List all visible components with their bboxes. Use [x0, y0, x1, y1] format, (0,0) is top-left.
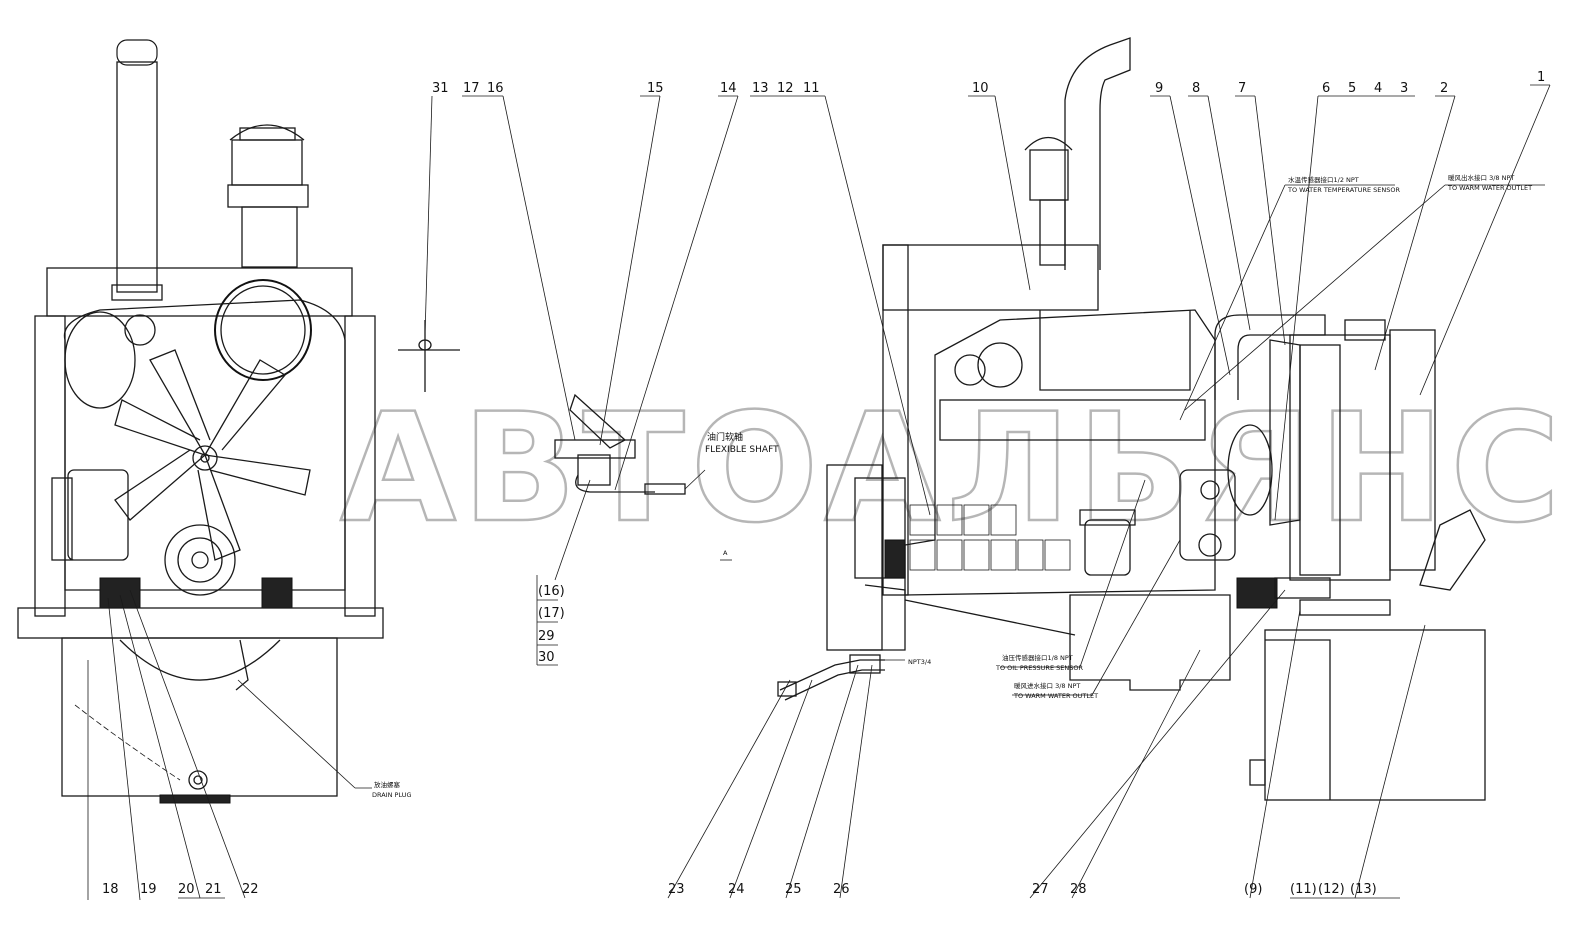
- water-temp-en-note: TO WATER TEMPERATURE SENSOR: [1287, 186, 1400, 194]
- label-16: 16: [487, 81, 504, 96]
- label-13: 13: [752, 81, 769, 96]
- water-temp-cn-note: 水温传感器接口1/2 NPT: [1288, 175, 1359, 184]
- watermark: АВТОАЛЬЯНС: [340, 382, 1566, 556]
- label-4: 4: [1374, 81, 1382, 96]
- label-25: 25: [785, 882, 802, 897]
- label-12: 12: [777, 81, 794, 96]
- front-view: [17, 39, 384, 804]
- label-15: 15: [647, 81, 664, 96]
- label-5: 5: [1348, 81, 1356, 96]
- oil-pressure-cn-note: 油压传感器接口1/8 NPT: [1002, 653, 1073, 662]
- label-18: 18: [102, 882, 119, 897]
- bottom-labels: 18 19 20 21 22 23 24 25 26 27 28 (9) (11…: [102, 882, 1377, 897]
- label-14: 14: [720, 81, 737, 96]
- label-29: 29: [538, 629, 555, 644]
- label-16-paren: (16): [538, 584, 565, 599]
- top-labels: 31 17 16 15 14 13 12 11 10 9 8 7 6 5 4 3…: [432, 70, 1545, 96]
- throttle-cn-note: 油门软轴: [707, 431, 743, 443]
- label-17-paren: (17): [538, 606, 565, 621]
- npt34-note: NPT3/4: [908, 658, 931, 666]
- label-7: 7: [1238, 81, 1246, 96]
- label-9-paren: (9): [1244, 882, 1262, 897]
- label-13-paren: (13): [1350, 882, 1377, 897]
- label-19: 19: [140, 882, 157, 897]
- drain-plug-cn-note: 放油螺塞: [374, 780, 401, 789]
- drain-plug-en-note: DRAIN PLUG: [372, 791, 412, 799]
- label-26: 26: [833, 882, 850, 897]
- label-11: 11: [803, 81, 820, 96]
- side-view: [777, 37, 1486, 801]
- label-23: 23: [668, 882, 685, 897]
- label-11-paren: (11): [1290, 882, 1317, 897]
- label-21: 21: [205, 882, 222, 897]
- warm-water-top-en-note: TO WARM WATER OUTLET: [1447, 184, 1532, 192]
- warm-water-bottom-en-note: TO WARM WATER OUTLET: [1013, 692, 1098, 700]
- throttle-detail: [398, 320, 706, 495]
- view-a-marker: A: [723, 549, 728, 557]
- label-1: 1: [1537, 70, 1545, 85]
- label-22: 22: [242, 882, 259, 897]
- label-17: 17: [463, 81, 480, 96]
- label-12-paren: (12): [1318, 882, 1345, 897]
- label-9: 9: [1155, 81, 1163, 96]
- label-28: 28: [1070, 882, 1087, 897]
- oil-pressure-en-note: TO OIL PRESSURE SENSOR: [995, 664, 1083, 672]
- label-30: 30: [538, 650, 555, 665]
- label-24: 24: [728, 882, 745, 897]
- label-8: 8: [1192, 81, 1200, 96]
- warm-water-bottom-cn-note: 暖风进水接口 3/8 NPT: [1014, 681, 1080, 690]
- leader-lines: [87, 84, 1551, 901]
- label-2: 2: [1440, 81, 1448, 96]
- label-3: 3: [1400, 81, 1408, 96]
- warm-water-top-cn-note: 暖风出水接口 3/8 NPT: [1448, 173, 1514, 182]
- notes: 油门软轴 FLEXIBLE SHAFT A 水温传感器接口1/2 NPT TO …: [372, 173, 1532, 799]
- side-stack-labels: (16) (17) 29 30: [538, 584, 565, 665]
- label-6: 6: [1322, 81, 1330, 96]
- label-27: 27: [1032, 882, 1049, 897]
- label-10: 10: [972, 81, 989, 96]
- flexible-shaft-note: FLEXIBLE SHAFT: [705, 445, 779, 455]
- label-31: 31: [432, 81, 449, 96]
- label-20: 20: [178, 882, 195, 897]
